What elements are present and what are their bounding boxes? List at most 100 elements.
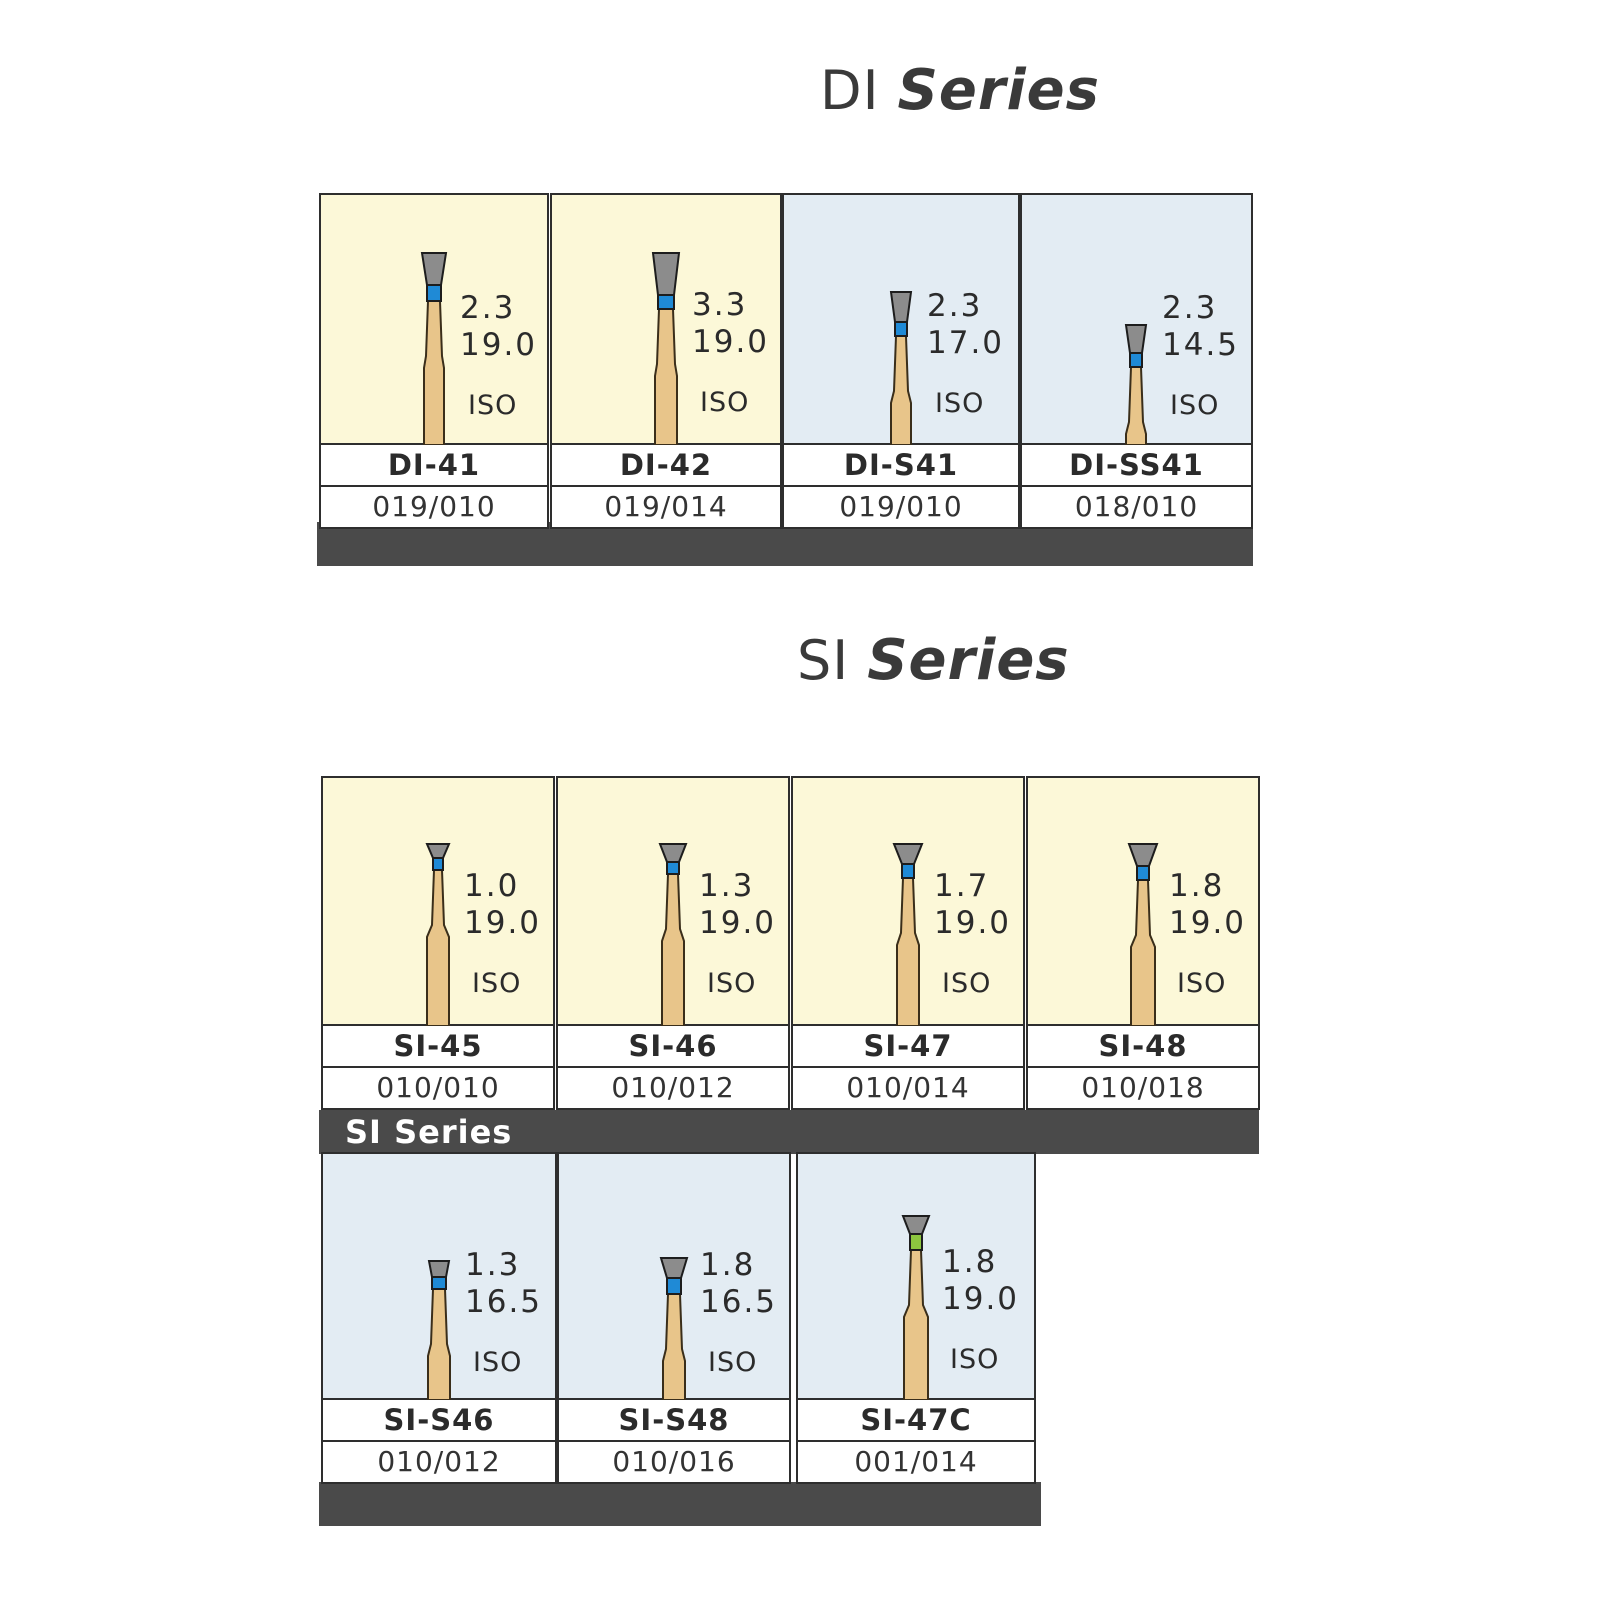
- bur-icon: [889, 291, 913, 445]
- bur-head-size: 1.0: [464, 868, 520, 904]
- bur-icon: [427, 1260, 451, 1400]
- bur-icon: [420, 252, 448, 445]
- bur-total-length: 19.0: [464, 905, 542, 941]
- bur-iso-code: 010/014: [846, 1071, 970, 1104]
- bur-icon: [901, 1215, 931, 1400]
- bur-total-length: 17.0: [927, 325, 1005, 361]
- bur-iso-code: 010/010: [376, 1071, 500, 1104]
- bur-icon: [1124, 324, 1148, 445]
- bur-head: [1124, 324, 1148, 354]
- bur-iso-code: 019/014: [604, 490, 728, 523]
- bur-iso-code: 010/016: [612, 1445, 736, 1478]
- bur-total-length: 14.5: [1162, 327, 1240, 363]
- iso-label: ISO: [1170, 390, 1220, 421]
- bur-shank: [427, 1288, 451, 1400]
- bur-icon: [659, 1257, 689, 1400]
- bur-model-name: SI-48: [1028, 1026, 1258, 1068]
- bur-head: [425, 843, 451, 859]
- si-band-label: SI Series: [345, 1113, 513, 1151]
- bur-total-length: 16.5: [700, 1284, 778, 1320]
- bur-model-name: DI-41: [321, 445, 547, 487]
- bur-head-size: 2.3: [1162, 290, 1218, 326]
- bur-iso-code: 018/010: [1074, 490, 1199, 523]
- bur-head: [651, 252, 681, 296]
- bur-shank: [896, 877, 920, 1026]
- iso-label: ISO: [950, 1344, 1000, 1375]
- bur-model-name: SI-S46: [323, 1400, 555, 1442]
- bur-shank: [662, 1293, 686, 1400]
- bur-head-size: 1.3: [465, 1247, 521, 1283]
- iso-label: ISO: [468, 390, 518, 421]
- iso-label: ISO: [708, 1347, 758, 1378]
- bur-model-name: DI-S41: [784, 445, 1018, 487]
- bur-head-size: 1.8: [700, 1247, 756, 1283]
- bur-shank: [890, 335, 912, 445]
- bur-total-length: 19.0: [692, 324, 770, 360]
- bur-color-ring: [901, 863, 915, 879]
- bur-shank: [1125, 366, 1147, 445]
- bur-icon: [425, 843, 451, 1026]
- bur-color-ring: [1136, 865, 1150, 881]
- bur-model-name: SI-46: [558, 1026, 788, 1068]
- bur-head-size: 2.3: [460, 290, 516, 326]
- bur-icon: [658, 843, 688, 1026]
- iso-label: ISO: [472, 968, 522, 999]
- bur-color-ring: [666, 861, 680, 875]
- bur-head: [889, 291, 913, 323]
- bur-total-length: 16.5: [465, 1284, 543, 1320]
- bur-color-ring: [894, 321, 908, 337]
- bur-iso-code: 010/018: [1081, 1071, 1205, 1104]
- bur-head: [427, 1260, 451, 1278]
- bur-color-ring: [666, 1277, 682, 1295]
- bur-iso-code: 019/010: [372, 490, 496, 523]
- bur-head: [420, 252, 448, 286]
- bur-total-length: 19.0: [460, 327, 538, 363]
- bur-shank: [903, 1249, 929, 1400]
- bur-total-length: 19.0: [1169, 905, 1247, 941]
- iso-label: ISO: [700, 387, 750, 418]
- bur-model-name: SI-47: [793, 1026, 1023, 1068]
- si-title-word: Series: [867, 628, 1070, 693]
- bur-shank: [1130, 879, 1156, 1026]
- bur-iso-code: 010/012: [611, 1071, 735, 1104]
- bur-color-ring: [431, 1276, 447, 1290]
- bur-icon: [892, 843, 924, 1026]
- bur-model-name: SI-45: [323, 1026, 553, 1068]
- bur-total-length: 19.0: [942, 1281, 1020, 1317]
- di-bottom-band: [317, 522, 1253, 566]
- bur-head-size: 1.7: [934, 868, 990, 904]
- iso-label: ISO: [473, 1347, 523, 1378]
- iso-label: ISO: [707, 968, 757, 999]
- bur-head: [1127, 843, 1159, 867]
- bur-head-size: 1.8: [1169, 868, 1225, 904]
- bur-head: [658, 843, 688, 863]
- bur-head-size: 3.3: [692, 287, 748, 323]
- bur-shank: [654, 308, 678, 445]
- bur-head: [659, 1257, 689, 1279]
- bur-iso-code: 001/014: [854, 1445, 978, 1478]
- bur-shank: [423, 300, 445, 445]
- bur-model-name: SI-S48: [559, 1400, 789, 1442]
- iso-label: ISO: [1177, 968, 1227, 999]
- bur-icon: [1127, 843, 1159, 1026]
- bur-total-length: 19.0: [934, 905, 1012, 941]
